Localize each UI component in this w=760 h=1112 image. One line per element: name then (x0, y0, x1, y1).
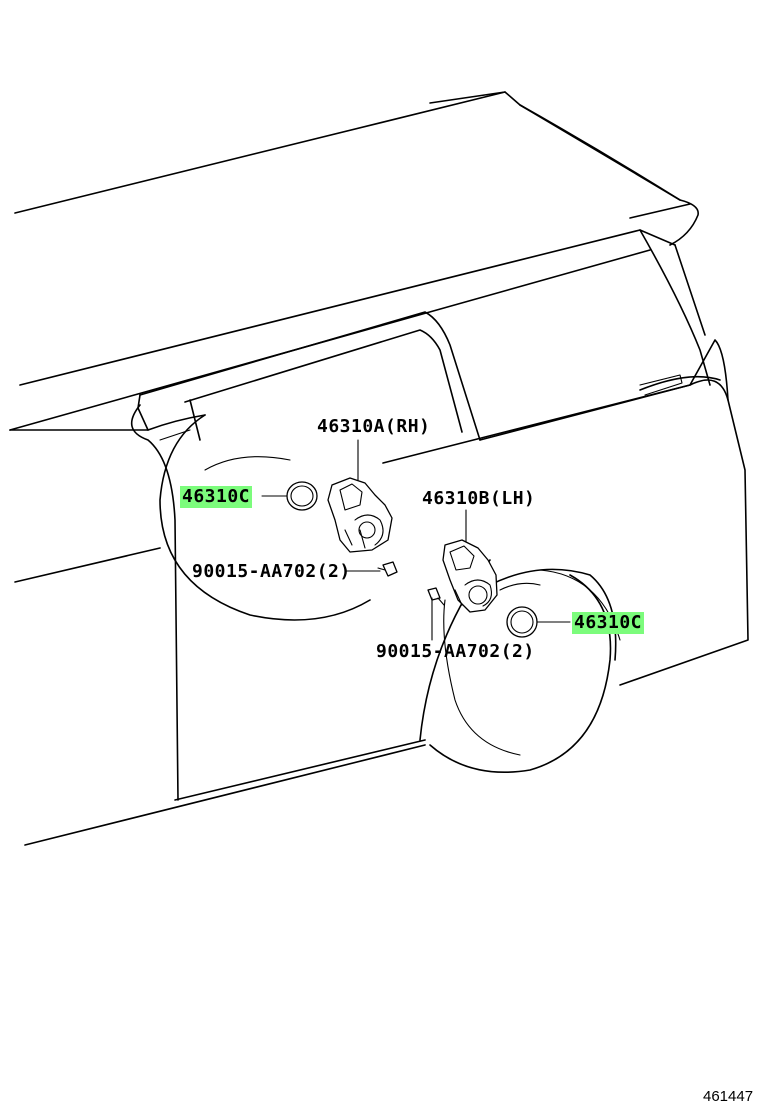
label-part-a-rh: 46310A(RH) (317, 416, 431, 437)
bolt-right (427, 587, 445, 606)
label-part-c-left[interactable]: 46310C (180, 486, 253, 508)
actuator-rh-part (327, 477, 393, 553)
label-part-b-lh: 46310B(LH) (422, 488, 536, 509)
figure-number: 461447 (703, 1088, 754, 1105)
grommet-right (506, 606, 538, 638)
label-bolt-left: 90015-AA702(2) (192, 561, 351, 582)
grommet-left (286, 481, 318, 511)
actuator-lh-part (442, 539, 498, 613)
bolt-left (377, 561, 398, 577)
label-bolt-right: 90015-AA702(2) (376, 641, 535, 662)
label-part-c-right[interactable]: 46310C (572, 612, 645, 634)
